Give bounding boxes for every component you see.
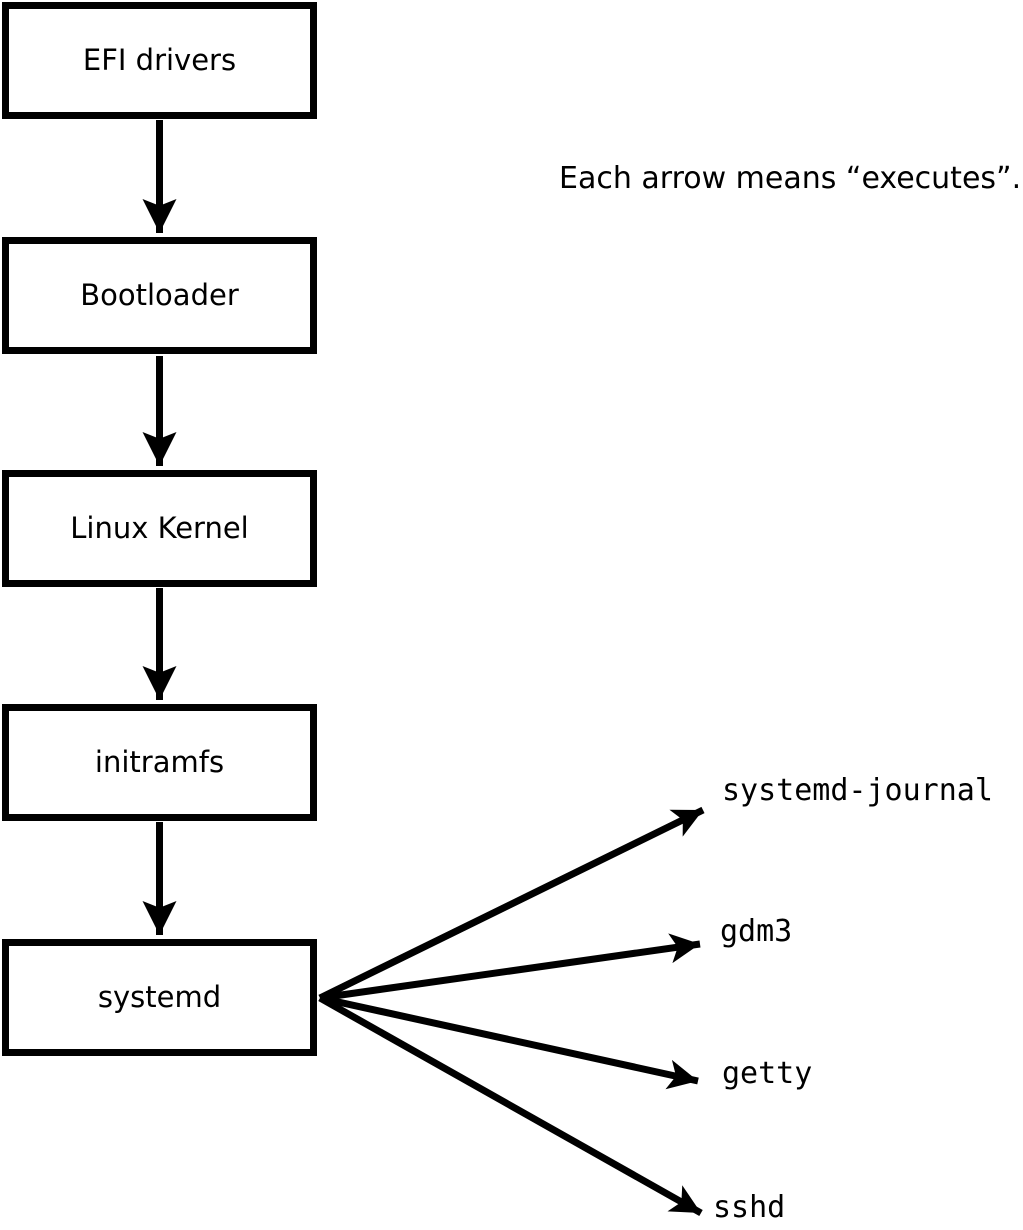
arrow-systemd-to-sshd xyxy=(318,994,703,1217)
flow-box-bootloader: Bootloader xyxy=(2,237,317,354)
arrow-systemd-to-getty xyxy=(319,994,699,1090)
flow-box-label: Linux Kernel xyxy=(70,511,249,545)
arrow-systemd-to-journal xyxy=(318,806,705,1002)
flow-box-systemd: systemd xyxy=(2,939,317,1056)
process-label-gdm3: gdm3 xyxy=(720,914,793,949)
flow-box-label: EFI drivers xyxy=(82,43,237,77)
flow-box-linux-kernel: Linux Kernel xyxy=(2,470,317,587)
flow-box-efi-drivers: EFI drivers xyxy=(2,2,317,119)
flow-box-label: Bootloader xyxy=(80,278,239,312)
arrow-systemd-to-gdm3 xyxy=(319,933,701,1002)
flow-box-label: systemd xyxy=(97,980,222,1014)
process-label-systemd-journal: systemd-journal xyxy=(722,773,993,808)
flow-box-initramfs: initramfs xyxy=(2,704,317,821)
process-label-sshd: sshd xyxy=(713,1190,786,1225)
flow-box-label: initramfs xyxy=(94,745,225,779)
process-label-getty: getty xyxy=(722,1056,813,1091)
arrow-legend-note: Each arrow means “executes”. xyxy=(559,161,1022,196)
